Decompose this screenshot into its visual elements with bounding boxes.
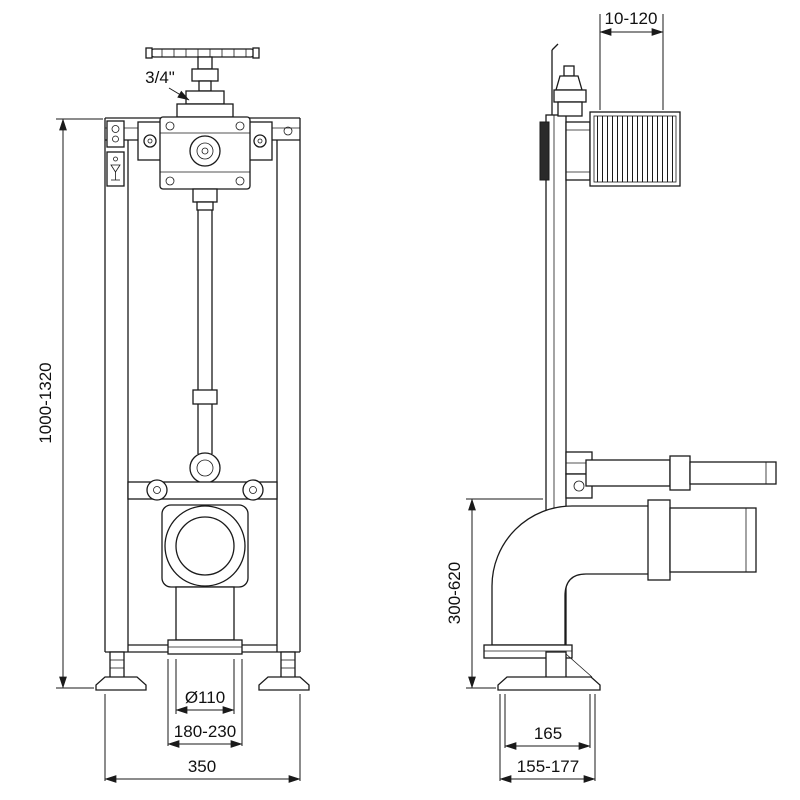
drain-pipe — [167, 586, 243, 655]
dim-valve-thread-label: 3/4" — [145, 68, 175, 87]
brand-plate — [106, 120, 125, 148]
front-view — [95, 47, 310, 691]
flush-pipe — [192, 188, 218, 454]
left-clamp-bracket — [137, 121, 163, 161]
dim-depth-total: 155-177 — [499, 694, 596, 783]
dim-frame-width-label: 350 — [188, 757, 216, 776]
flush-bend-connector — [189, 452, 221, 484]
right-leg — [280, 651, 296, 679]
dim-depth-front: 165 — [504, 694, 591, 750]
dim-outlet-height: 300-620 — [445, 498, 543, 689]
flush-pipe-side — [585, 455, 777, 491]
soil-pipe-side — [647, 499, 757, 581]
frame-rail-left — [104, 118, 129, 652]
left-leg — [109, 651, 125, 679]
soil-elbow — [491, 505, 651, 646]
dim-outlet-spacing-label: 180-230 — [174, 722, 236, 741]
support-foot-side — [497, 651, 601, 691]
filling-rod — [551, 43, 559, 115]
left-foot-plate — [95, 676, 147, 691]
dim-frame-height-label: 1000-1320 — [36, 362, 55, 443]
flush-valve-plate — [159, 116, 251, 190]
valve-thread-leader — [168, 87, 190, 101]
right-foot-plate — [258, 676, 310, 691]
dim-frame-width: 350 — [104, 694, 301, 783]
dim-outlet-spacing: 180-230 — [167, 659, 243, 748]
frame-rail-right — [276, 118, 301, 652]
dim-depth-front-label: 165 — [534, 724, 562, 743]
dim-top-adjust: 10-120 — [599, 9, 664, 110]
wall-bracket-side — [539, 121, 550, 181]
dim-depth-total-label: 155-177 — [517, 757, 579, 776]
dim-top-adjust-label: 10-120 — [605, 9, 658, 28]
dim-outlet-diameter-label: Ø110 — [185, 688, 225, 707]
dim-outlet-diameter: Ø110 — [175, 659, 235, 714]
side-view — [483, 43, 777, 691]
dimensions: 3/4" 10-120 1000-1320 300-620 — [36, 9, 664, 783]
dim-outlet-height-label: 300-620 — [445, 562, 464, 624]
mounting-bracket-bar — [127, 479, 278, 501]
stop-valve-side — [553, 65, 587, 117]
pipe-coupling — [192, 389, 218, 405]
stop-valve — [176, 56, 234, 118]
right-clamp-bracket — [247, 121, 273, 161]
water-symbol-label — [106, 151, 125, 187]
rail-hole — [283, 126, 293, 136]
dim-frame-height: 1000-1320 — [36, 118, 103, 689]
cistern-box — [565, 111, 681, 187]
outlet-flange — [161, 504, 249, 588]
